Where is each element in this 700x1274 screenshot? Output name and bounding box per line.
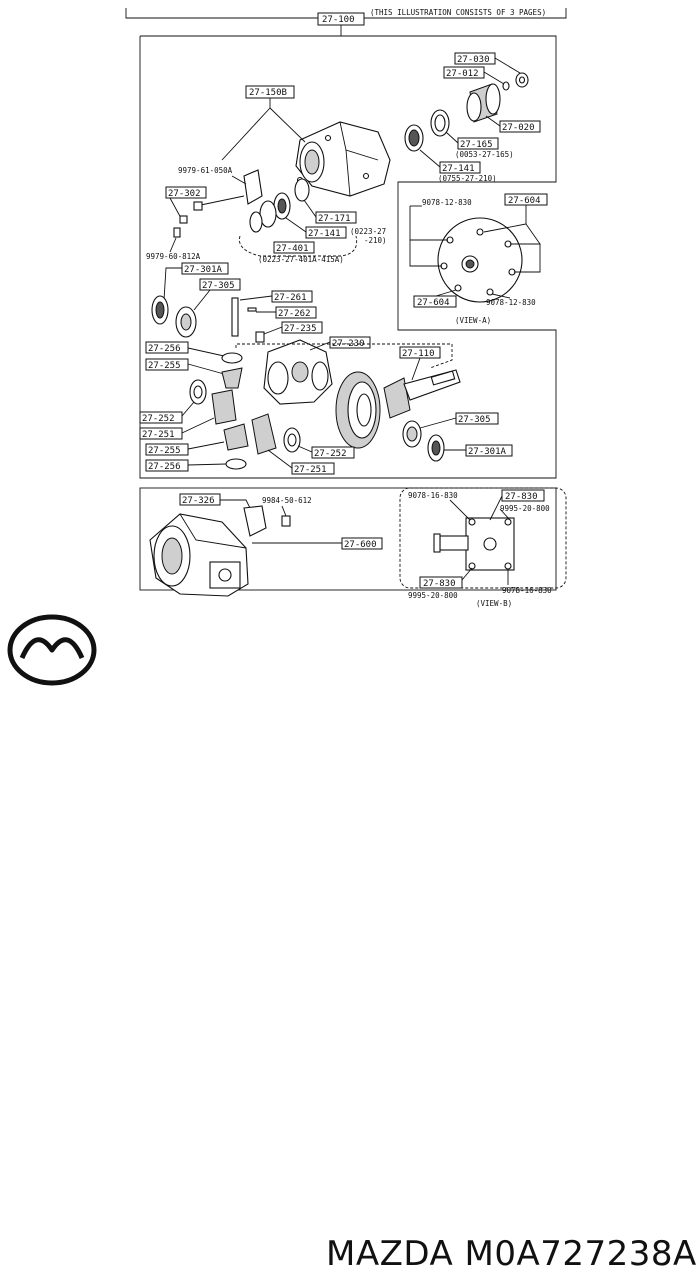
label-27-830-top: 27-830 <box>505 492 538 502</box>
header-bracket-right <box>364 8 567 19</box>
ring-gear-and-pinion <box>335 369 461 449</box>
label-27-401: 27-401 <box>276 244 309 254</box>
label-9078-16-830-bot: 9078-16-830 <box>502 586 552 595</box>
label-27-255-top: 27-255 <box>148 361 181 371</box>
label-27-305-top: 27-305 <box>202 281 235 291</box>
label-9984-50-612: 9984-50-612 <box>262 496 312 505</box>
pinion-shaft <box>231 297 239 337</box>
companion-flange-group <box>404 72 529 152</box>
label-27-030: 27-030 <box>457 55 490 65</box>
label-27-604-bot: 27-604 <box>417 298 450 308</box>
lock-bolt-icon <box>173 227 181 238</box>
label-27-252-left: 27-252 <box>142 414 175 424</box>
label-27-302: 27-302 <box>168 189 201 199</box>
header-bracket-left <box>125 8 318 19</box>
assembly-dashed-ring <box>235 343 453 369</box>
label-0223-note-1: (0223-27 <box>350 227 386 236</box>
label-9979-60-812a: 9979-60-812A <box>146 252 201 261</box>
label-9995-20-800-bot: 9995-20-800 <box>408 591 458 600</box>
mazda-logo-icon <box>7 614 97 686</box>
label-9078-12-830-top: 9078-12-830 <box>422 198 472 207</box>
label-27-150b: 27-150B <box>249 88 287 98</box>
differential-carrier-case <box>149 513 249 597</box>
label-27-301a-top: 27-301A <box>184 265 223 275</box>
header-note: (THIS ILLUSTRATION CONSISTS OF 3 PAGES) <box>370 8 546 17</box>
parts-diagram: (THIS ILLUSTRATION CONSISTS OF 3 PAGES) … <box>125 8 567 608</box>
label-27-830-bot: 27-830 <box>423 579 456 589</box>
label-27-141-mid: 27-141 <box>308 229 341 239</box>
label-9078-16-830-top: 9078-16-830 <box>408 491 458 500</box>
label-27-305-bot: 27-305 <box>458 415 491 425</box>
label-27-251-mid: 27-251 <box>294 465 327 475</box>
main-frame <box>139 35 557 479</box>
label-27-301a-bot: 27-301A <box>468 447 507 457</box>
label-27-141-top-note: (0755-27-210) <box>438 174 497 183</box>
label-27-326: 27-326 <box>182 496 215 506</box>
label-27-165: 27-165 <box>460 140 493 150</box>
label-27-261: 27-261 <box>274 293 307 303</box>
label-27-600: 27-600 <box>344 540 377 550</box>
bracket-bolt-icon <box>281 515 291 527</box>
label-27-110: 27-110 <box>402 349 435 359</box>
bearing-cap <box>243 169 263 205</box>
label-0223-note-2: -210) <box>364 236 387 245</box>
label-27-235: 27-235 <box>284 324 317 334</box>
part-number-title: MAZDA M0A727238A <box>326 1234 697 1274</box>
footer: MAZDA M0A727238A <box>0 600 700 1274</box>
label-27-256-top: 27-256 <box>148 344 181 354</box>
label-view-a: (VIEW-A) <box>455 316 491 325</box>
view-b-mount <box>433 517 515 571</box>
label-27-252-mid: 27-252 <box>314 449 347 459</box>
label-27-262: 27-262 <box>278 309 311 319</box>
bracket-plate <box>243 505 267 537</box>
label-27-401-note: (0223-27-401A-415A) <box>258 255 344 264</box>
lower-frame <box>139 487 557 591</box>
label-27-171: 27-171 <box>318 214 351 224</box>
pinion-gear-bottom <box>223 423 249 451</box>
view-b-frame <box>399 487 567 589</box>
lock-pin <box>247 307 257 312</box>
thrust-washer-top <box>221 352 243 364</box>
adjuster-lock-icon <box>179 215 188 224</box>
label-9078-12-830-bot: 9078-12-830 <box>486 298 536 307</box>
label-27-141-top: 27-141 <box>442 164 475 174</box>
differential-case <box>263 339 333 405</box>
label-27-256-bot: 27-256 <box>148 462 181 472</box>
view-a-flange <box>437 217 523 303</box>
ring-gear-bolt-icon <box>255 331 265 343</box>
carrier-housing <box>295 121 391 197</box>
side-gear-left <box>211 389 237 425</box>
label-view-b: (VIEW-B) <box>476 599 512 608</box>
main-code-label: 27-100 <box>322 15 355 25</box>
label-27-604-top: 27-604 <box>508 196 541 206</box>
label-27-251-left: 27-251 <box>142 430 175 440</box>
pinion-gear-top <box>221 367 243 389</box>
label-9995-20-800-top: 9995-20-800 <box>500 504 550 513</box>
label-27-165-note: (0053-27-165) <box>455 150 514 159</box>
side-gear-right <box>251 413 277 455</box>
thrust-washer-bottom <box>225 458 247 470</box>
label-27-020: 27-020 <box>502 123 535 133</box>
pinion-inner-bearings <box>249 178 310 233</box>
washer <box>502 81 510 91</box>
label-9979-61-050a: 9979-61-050A <box>178 166 233 175</box>
label-27-255-bot: 27-255 <box>148 446 181 456</box>
label-27-012: 27-012 <box>446 69 479 79</box>
cap-bolt-icon <box>193 201 203 211</box>
